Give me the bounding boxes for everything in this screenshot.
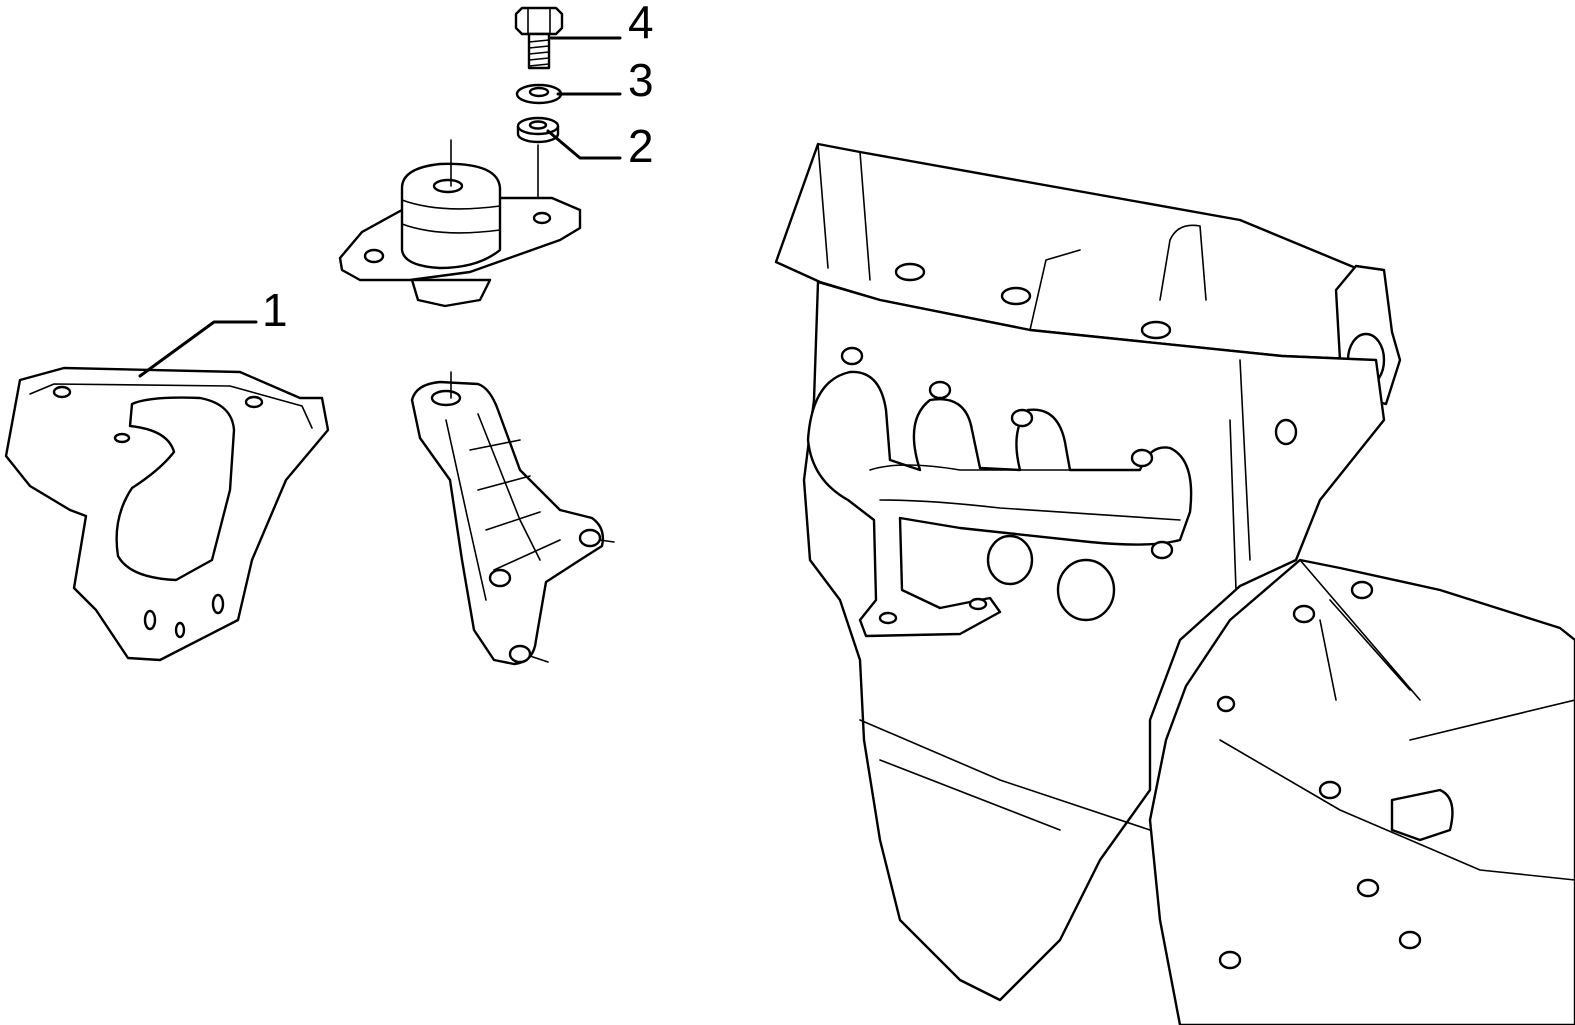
engine-assembly: [774, 142, 1575, 1025]
callout-2: 2: [628, 120, 654, 172]
rubber-mount-part[interactable]: [338, 139, 582, 308]
spacer-part[interactable]: [516, 116, 560, 144]
callout-1: 1: [262, 284, 288, 336]
bolt-part[interactable]: [514, 6, 564, 70]
sheet-bracket-part[interactable]: [4, 366, 330, 662]
washer-part[interactable]: [515, 83, 563, 105]
callout-4: 4: [628, 0, 654, 48]
callout-labels: 1 2 3 4: [262, 0, 654, 336]
callout-3: 3: [628, 54, 654, 106]
leader-lines: [138, 36, 622, 378]
cast-bracket-part[interactable]: [410, 371, 615, 666]
